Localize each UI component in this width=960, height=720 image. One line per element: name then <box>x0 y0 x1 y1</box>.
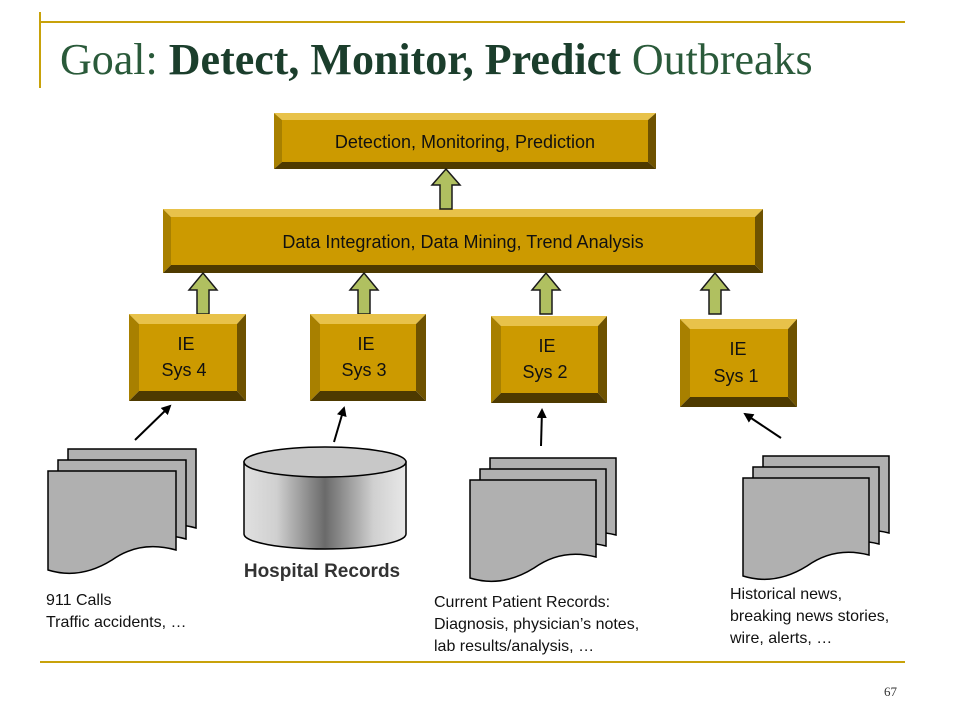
arrow-to-detection <box>430 167 462 210</box>
ie-sys-4-line1: IE <box>177 334 194 354</box>
ie-sys-1-line2: Sys 1 <box>713 366 758 386</box>
arrow-sys3-to-integration <box>348 271 380 315</box>
ie-sys-2-line2: Sys 2 <box>522 362 567 382</box>
title-emphasis: Detect, Monitor, Predict <box>168 35 621 84</box>
document-stack-news-icon <box>742 455 890 581</box>
caption-line: lab results/analysis, … <box>434 638 595 655</box>
caption-line: wire, alerts, … <box>730 630 833 647</box>
arrow-sys4-to-integration <box>187 271 219 315</box>
caption-line: Historical news, <box>730 586 843 603</box>
hospital-records-label: Hospital Records <box>244 561 400 582</box>
detection-box: Detection, Monitoring, Prediction <box>274 113 656 169</box>
page-number: 67 <box>884 684 897 699</box>
document-stack-911-icon <box>47 448 197 575</box>
ie-sys-2-box: IE Sys 2 <box>491 316 607 403</box>
arrow-sys1-to-integration <box>699 271 731 315</box>
arrow-hospital-to-sys3 <box>333 406 347 443</box>
document-stack-patient-icon <box>469 457 617 583</box>
ie-sys-3-line1: IE <box>357 334 374 354</box>
ie-sys-1-box: IE Sys 1 <box>680 319 797 407</box>
arrow-news-to-sys1 <box>743 412 782 439</box>
arrow-911-to-sys4 <box>134 404 172 441</box>
ie-sys-2-line1: IE <box>538 336 555 356</box>
ie-sys-3-box: IE Sys 3 <box>310 314 426 401</box>
caption-line: Diagnosis, physician’s notes, <box>434 616 640 633</box>
caption-line: 911 Calls <box>46 592 112 609</box>
title-prefix: Goal: <box>60 35 169 84</box>
ie-sys-4-line2: Sys 4 <box>161 360 206 380</box>
integration-box: Data Integration, Data Mining, Trend Ana… <box>163 209 763 273</box>
detection-box-label: Detection, Monitoring, Prediction <box>335 132 595 152</box>
arrow-patient-to-sys2 <box>536 408 547 447</box>
title-suffix: Outbreaks <box>620 35 813 84</box>
ie-sys-3-line2: Sys 3 <box>341 360 386 380</box>
hospital-records-database-icon <box>243 446 407 550</box>
ie-sys-4-box: IE Sys 4 <box>129 314 246 401</box>
caption-line: Current Patient Records: <box>434 594 611 611</box>
ie-sys-1-line1: IE <box>729 339 746 359</box>
integration-box-label: Data Integration, Data Mining, Trend Ana… <box>282 232 643 252</box>
source-caption-news: Historical news, breaking news stories, … <box>730 584 889 650</box>
arrow-sys2-to-integration <box>530 271 562 315</box>
source-caption-patient: Current Patient Records: Diagnosis, phys… <box>434 592 639 658</box>
slide-title: Goal: Detect, Monitor, Predict Outbreaks <box>60 34 813 85</box>
caption-line: Traffic accidents, … <box>46 614 187 631</box>
source-caption-911: 911 Calls Traffic accidents, … <box>46 590 187 634</box>
caption-line: breaking news stories, <box>730 608 890 625</box>
